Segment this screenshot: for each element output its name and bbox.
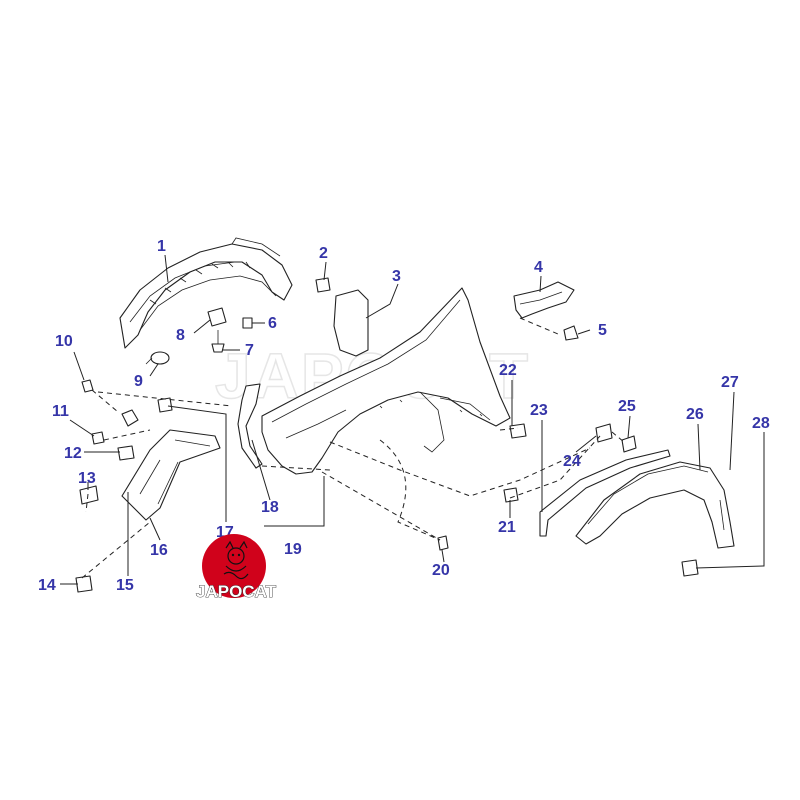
callout-7: 7 <box>245 342 254 359</box>
part-screw-10 <box>81 379 94 393</box>
callout-13: 13 <box>78 470 96 487</box>
part-screw-21 <box>503 487 519 503</box>
part-bracket-4 <box>513 281 575 319</box>
callout-21: 21 <box>498 519 516 536</box>
callout-28: 28 <box>752 415 770 432</box>
part-mudguard <box>121 429 221 521</box>
part-clip-11 <box>121 409 139 427</box>
part-clip-17 <box>157 397 173 413</box>
part-inner-liner <box>119 237 293 349</box>
callout-1: 1 <box>157 238 166 255</box>
logo-text: JAPOCAT <box>196 582 277 601</box>
logo-cat-icon <box>223 540 249 580</box>
callout-27: 27 <box>721 374 739 391</box>
part-bolt-14 <box>75 575 93 593</box>
callout-26: 26 <box>686 406 704 423</box>
part-clip-24 <box>595 423 613 443</box>
part-molding-23 <box>539 449 671 537</box>
logo-circle <box>202 534 266 598</box>
part-clip-13 <box>79 485 99 505</box>
part-clip-25 <box>621 435 637 453</box>
part-clip-9 <box>145 351 170 365</box>
leader-lines <box>60 254 765 585</box>
part-clip-8 <box>207 307 227 327</box>
callout-23: 23 <box>530 402 548 419</box>
callout-12: 12 <box>64 445 82 462</box>
callout-16: 16 <box>150 542 168 559</box>
part-screw-7 <box>211 330 225 353</box>
callout-25: 25 <box>618 398 636 415</box>
part-screw-28 <box>681 559 699 577</box>
callout-3: 3 <box>392 268 401 285</box>
part-grommet-12 <box>117 445 135 461</box>
callouts: 1 2 3 4 5 6 7 8 9 10 11 12 13 14 15 16 1… <box>38 238 770 594</box>
callout-8: 8 <box>176 327 185 344</box>
callout-6: 6 <box>268 315 277 332</box>
part-splash-shield-3 <box>333 289 369 357</box>
callout-11: 11 <box>52 403 69 420</box>
callout-2: 2 <box>319 245 328 262</box>
callout-19: 19 <box>284 541 302 558</box>
callout-24: 24 <box>563 453 581 470</box>
callout-22: 22 <box>499 362 517 379</box>
assembly-lines <box>81 317 625 579</box>
part-front-fender <box>261 287 511 475</box>
part-nut-11 <box>91 431 105 445</box>
callout-14: 14 <box>38 577 56 594</box>
callout-5: 5 <box>598 322 607 339</box>
part-bracket-18 <box>237 383 263 469</box>
callout-18: 18 <box>261 499 279 516</box>
japocat-logo: JAPOCAT <box>196 534 277 601</box>
callout-15: 15 <box>116 577 134 594</box>
part-screw-22 <box>509 423 527 439</box>
callout-9: 9 <box>134 373 143 390</box>
part-clip-2 <box>315 277 331 293</box>
part-wheel-arch-flare <box>575 461 735 549</box>
callout-20: 20 <box>432 562 450 579</box>
part-clip-5 <box>563 325 579 341</box>
callout-4: 4 <box>534 259 543 276</box>
part-screw-20 <box>437 535 449 551</box>
callout-10: 10 <box>55 333 73 350</box>
